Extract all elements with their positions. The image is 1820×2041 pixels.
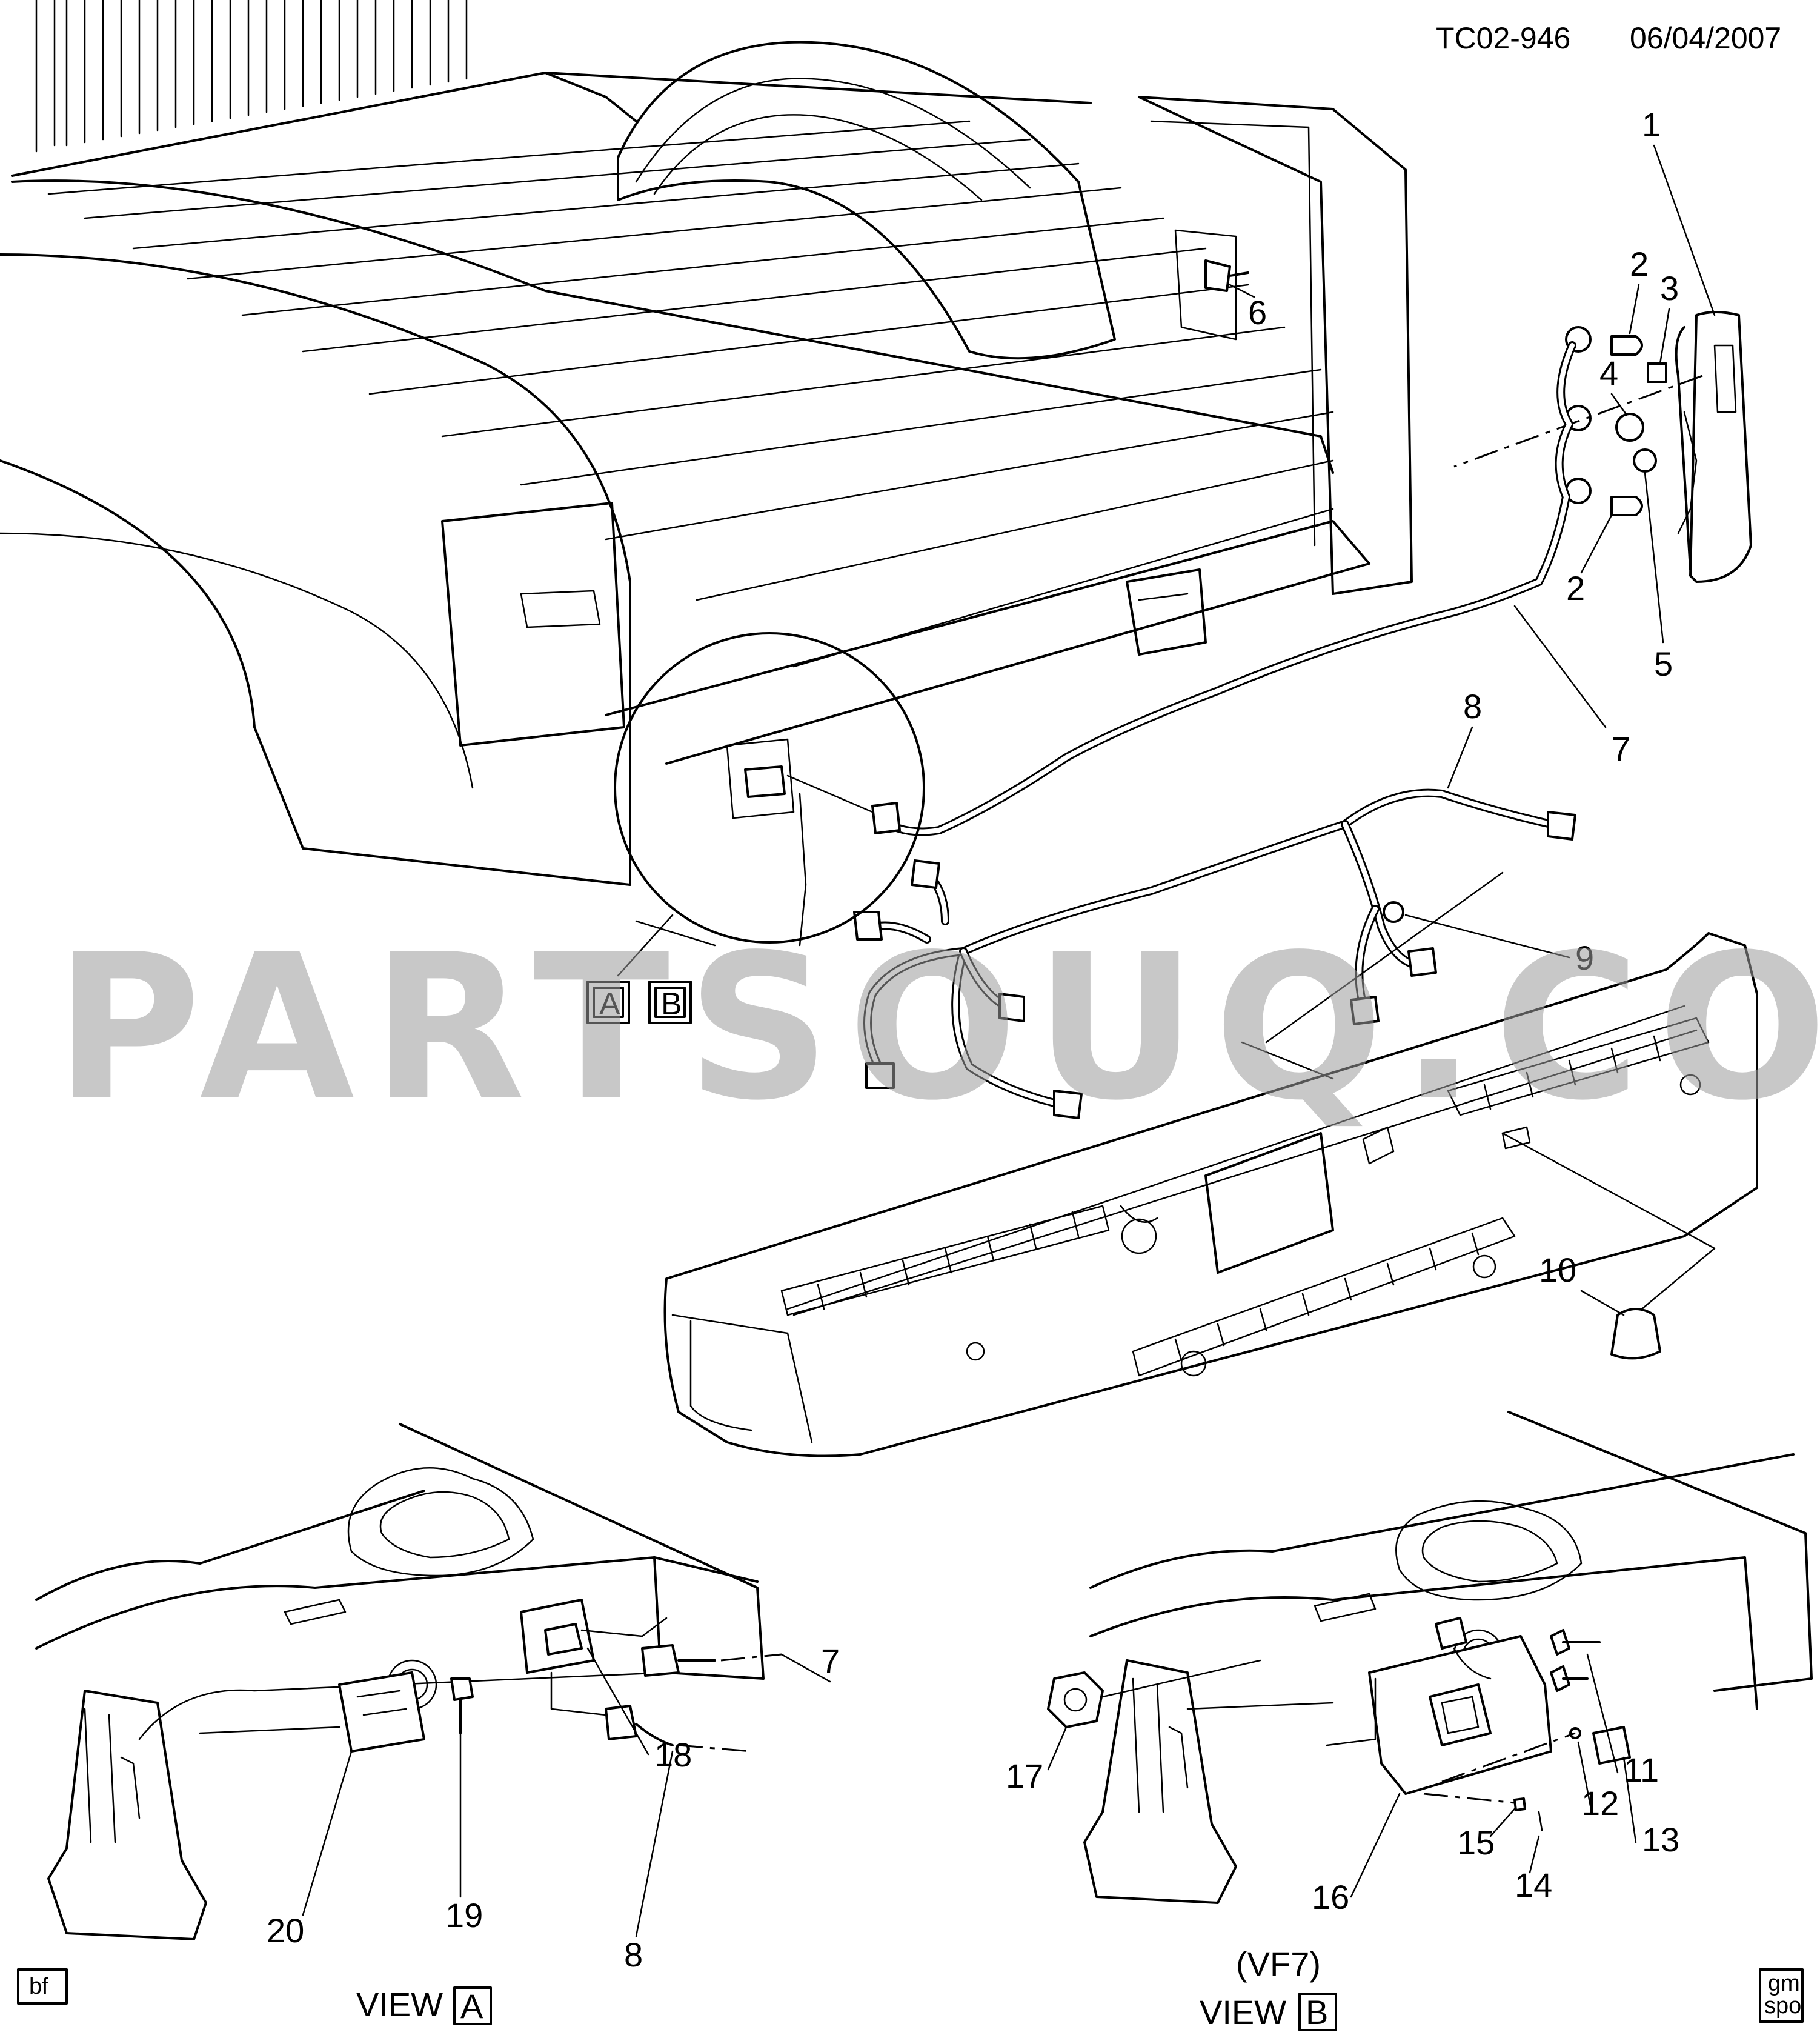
leader-9-tail xyxy=(1241,1041,1334,1080)
logo-spo: spo xyxy=(1764,1993,1801,2019)
gm-spo-logo: gm spo xyxy=(1759,1968,1804,2023)
detail-magnifier xyxy=(614,632,925,977)
plug-9 xyxy=(1383,901,1404,923)
harness-7 xyxy=(871,341,1576,836)
callout-3: 3 xyxy=(1660,269,1679,307)
view-b-option: (VF7) xyxy=(1236,1945,1321,1983)
callout-13: 13 xyxy=(1642,1820,1679,1859)
callout-8: 8 xyxy=(1463,687,1482,725)
callout-11: 11 xyxy=(1624,1751,1659,1789)
callout-2a: 2 xyxy=(1630,245,1649,283)
bulb-sockets xyxy=(1453,326,1703,516)
module-16 xyxy=(1326,1617,1552,1795)
callout-2b: 2 xyxy=(1566,569,1585,607)
view-a-ref: A xyxy=(460,1987,483,2025)
callout-7: 7 xyxy=(1612,730,1630,768)
view-a-label: VIEW A xyxy=(356,1985,492,2025)
tail-lamp-assembly xyxy=(1675,311,1752,583)
corner-tag-bf: bf xyxy=(17,1968,68,2005)
bracket-20 xyxy=(338,1671,425,1753)
view-b-text: VIEW xyxy=(1200,1993,1286,2031)
view-b-ref: B xyxy=(1306,1993,1328,2031)
watermark: PARTSOUQ.COM xyxy=(55,911,1820,1144)
callout-17: 17 xyxy=(1006,1757,1043,1795)
callout-5: 5 xyxy=(1654,645,1673,683)
callout-19: 19 xyxy=(445,1896,483,1934)
callout-6: 6 xyxy=(1248,293,1267,331)
bolts-11 xyxy=(1550,1629,1601,1692)
corner-tag-left: bf xyxy=(29,1974,48,1999)
items-12-15 xyxy=(1423,1726,1631,1831)
view-ref-b: B xyxy=(661,987,682,1022)
rear-bumper xyxy=(663,932,1758,1457)
view-b-frame xyxy=(1083,1411,1813,1904)
callouts: 1 2 3 4 2 5 6 7 8 9 10 11 12 13 14 15 16 xyxy=(267,105,1716,1974)
view-a-text: VIEW xyxy=(356,1985,443,2023)
leader-9-line xyxy=(1265,871,1504,1044)
callout-18: 18 xyxy=(654,1736,692,1774)
callout-15: 15 xyxy=(1457,1823,1495,1862)
callout-16: 16 xyxy=(1312,1878,1349,1916)
view-ref-a: A xyxy=(599,987,620,1022)
view-a-frame xyxy=(35,1423,765,1940)
callout-8b: 8 xyxy=(624,1936,643,1974)
nut-17 xyxy=(1047,1659,1261,1728)
callout-9: 9 xyxy=(1575,939,1594,977)
bolt-19 xyxy=(450,1677,474,1734)
callout-10: 10 xyxy=(1539,1251,1576,1289)
view-ref-boxes: A B xyxy=(586,981,692,1024)
callout-4: 4 xyxy=(1599,354,1618,392)
figure-date: 06/04/2007 xyxy=(1630,21,1781,55)
callout-20: 20 xyxy=(267,1911,304,1949)
callout-1: 1 xyxy=(1642,105,1661,144)
figure-id: TC02-946 xyxy=(1436,21,1570,55)
truck-bed xyxy=(0,0,1413,886)
callout-7b: 7 xyxy=(821,1642,840,1680)
view-b-label: (VF7) VIEW B xyxy=(1200,1945,1337,2031)
cap-10 xyxy=(1501,1132,1716,1360)
callout-14: 14 xyxy=(1515,1866,1552,1904)
harness-8 xyxy=(853,788,1576,1119)
logo-gm: gm xyxy=(1768,1971,1800,1996)
